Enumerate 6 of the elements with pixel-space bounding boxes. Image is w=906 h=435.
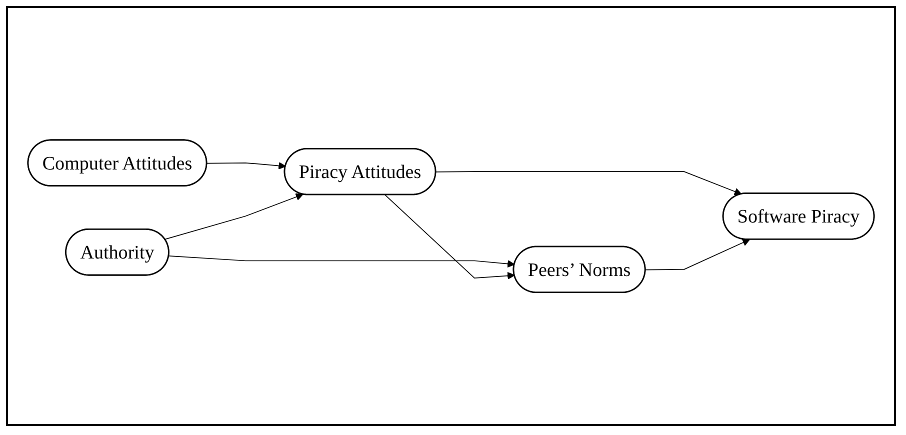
arrow — [164, 193, 304, 240]
arrow — [206, 162, 286, 170]
arrow — [384, 194, 515, 280]
arrow — [168, 255, 515, 268]
arrow — [645, 238, 750, 270]
arrow — [436, 170, 742, 196]
